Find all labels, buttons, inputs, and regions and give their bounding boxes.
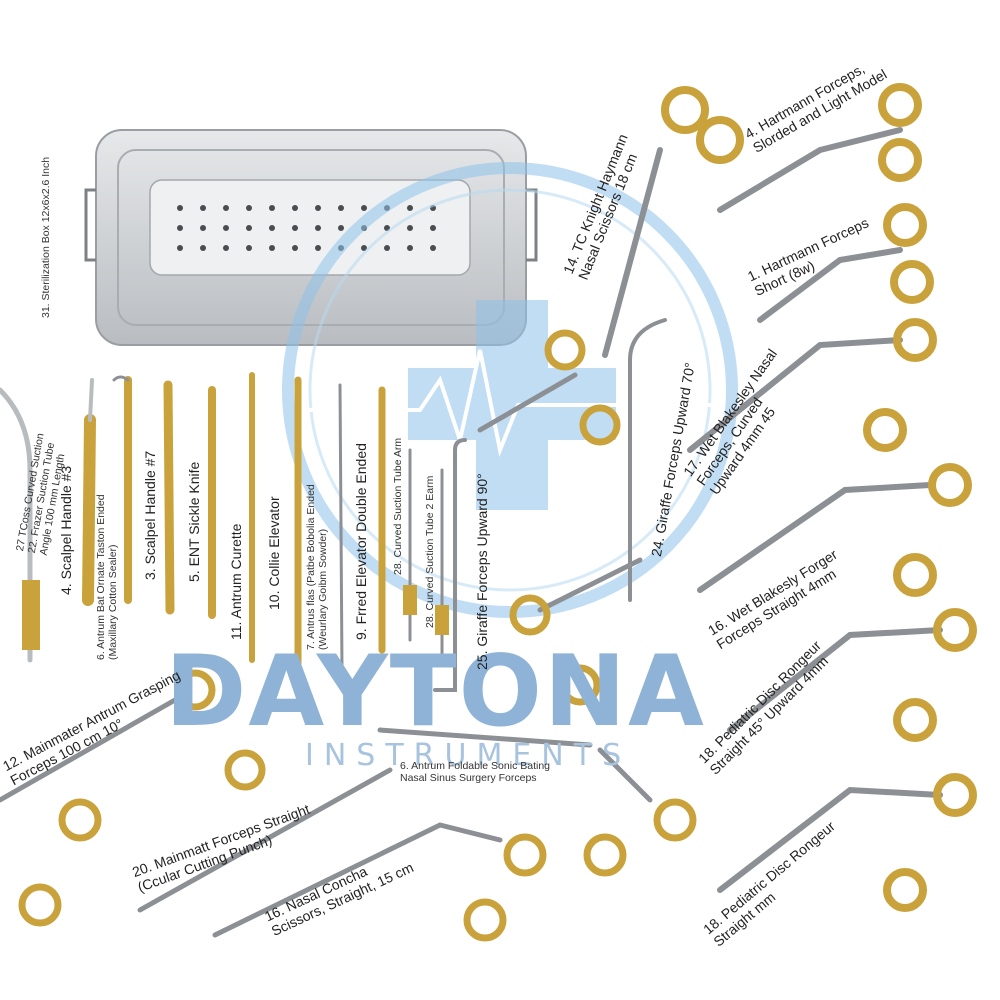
watermark-brand-name: DAYTONA xyxy=(165,635,706,749)
label-antrum-curette: 11. Antrum Curette xyxy=(228,523,244,640)
label-scalpel-handle-3: 4. Scalpel Handle #3 xyxy=(58,465,74,595)
sterilization-tray xyxy=(84,129,538,346)
watermark-brand-tagline: INSTRUMENTS xyxy=(305,738,632,773)
tray-hole xyxy=(338,205,344,211)
label-antrum-flat-ended: 7. Antrus flas (Patbe Bobolia Ended (Weu… xyxy=(305,484,329,650)
tray-hole xyxy=(315,205,321,211)
tray-hole xyxy=(384,245,390,251)
label-curved-suction-tube-arm: 28. Curved Suction Tube Arm xyxy=(392,437,404,575)
tray-hole xyxy=(292,205,298,211)
tray-hole xyxy=(269,205,275,211)
label-ent-sickle-knife: 5. ENT Sickle Knife xyxy=(186,461,202,582)
tray-hole xyxy=(338,225,344,231)
tray-hole xyxy=(292,245,298,251)
tray-hole xyxy=(200,205,206,211)
tray-hole xyxy=(223,205,229,211)
tray-hole xyxy=(223,245,229,251)
tray-hole xyxy=(315,225,321,231)
tray-hole xyxy=(361,205,367,211)
label-sterilization-box: 31. Sterilization Box 12x6x2.6 Inch xyxy=(40,156,52,318)
tray-hole xyxy=(246,205,252,211)
tray-hole xyxy=(177,225,183,231)
tray-hole xyxy=(269,225,275,231)
tray-hole xyxy=(292,225,298,231)
tray-hole xyxy=(246,225,252,231)
tray-hole xyxy=(177,245,183,251)
tray-hole xyxy=(407,205,413,211)
straight-instruments xyxy=(0,318,667,692)
label-foldable-sinus-forceps: 6. Antrum Foldable Sonic Bating Nasal Si… xyxy=(400,760,551,784)
label-curved-suction-tube-2: 28. Curved Suction Tube 2 Earm xyxy=(424,475,436,628)
tray-hole xyxy=(315,245,321,251)
tray-hole xyxy=(407,225,413,231)
forceps-instruments xyxy=(0,83,977,942)
tray-hole xyxy=(200,225,206,231)
tray-hole xyxy=(269,245,275,251)
label-collie-elevator: 10. Collie Elevator xyxy=(266,496,282,610)
tray-hole xyxy=(246,245,252,251)
label-antrum-bat-sealer: 6. Antrum Bat Ornate Taston Ended (Maxil… xyxy=(95,494,119,660)
label-freer-elevator: 9. Frred Elevator Double Ended xyxy=(353,443,369,640)
label-giraffe-forceps-90: 25. Giraffe Forceps Upward 90° xyxy=(474,473,490,670)
label-scalpel-handle-7: 3. Scalpel Handle #7 xyxy=(142,450,158,580)
tray-hole xyxy=(200,245,206,251)
tray-hole xyxy=(177,205,183,211)
tray-hole xyxy=(223,225,229,231)
tray-hole xyxy=(430,225,436,231)
tray-hole xyxy=(361,245,367,251)
tray-hole xyxy=(430,245,436,251)
tray-hole xyxy=(407,245,413,251)
